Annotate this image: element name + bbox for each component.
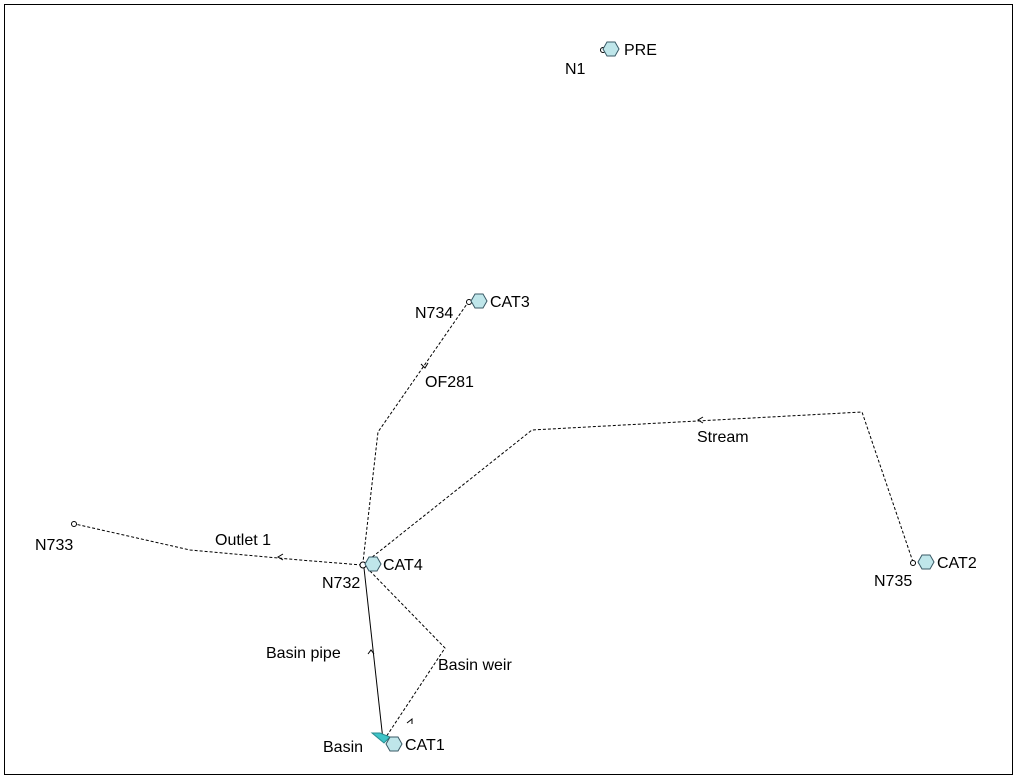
subcatchment-cat4-icon[interactable] [364,556,382,572]
subcatchment-label-cat3: CAT3 [490,294,530,311]
arrow-basin-pipe-icon [367,649,375,655]
link-stream[interactable] [365,411,914,563]
link-outlet-1[interactable] [74,523,363,566]
node-label-n733: N733 [35,537,73,554]
subcatchment-label-cat1: CAT1 [405,737,445,754]
link-label-stream: Stream [697,429,749,446]
link-label-basin-weir: Basin weir [438,657,512,674]
node-n735[interactable] [910,560,916,566]
node-label-basin: Basin [323,739,363,756]
subcatchment-label-cat4: CAT4 [383,557,423,574]
node-label-n1: N1 [565,61,586,78]
subcatchment-label-pre: PRE [624,42,657,59]
subcatchment-cat3-icon[interactable] [470,293,488,309]
link-basin-weir[interactable] [367,568,446,741]
node-label-n735: N735 [874,573,912,590]
subcatchment-pre-icon[interactable] [602,41,620,57]
subcatchment-cat2-icon[interactable] [917,554,935,570]
map-frame [4,4,1013,775]
subcatchment-label-cat2: CAT2 [937,555,977,572]
link-label-of281: OF281 [425,374,474,391]
arrow-of281-icon [420,362,429,369]
node-n734[interactable] [466,299,472,305]
node-label-n732: N732 [322,575,360,592]
node-label-n734: N734 [415,305,453,322]
arrow-basin-weir-icon [406,717,413,724]
link-of281[interactable] [362,300,470,563]
link-label-basin-pipe: Basin pipe [266,645,341,662]
arrow-stream-icon [697,416,704,424]
link-label-outlet-1: Outlet 1 [215,532,271,549]
node-n733[interactable] [71,521,77,527]
arrow-outlet-1-icon [277,553,284,561]
subcatchment-cat1-icon[interactable] [385,736,403,752]
